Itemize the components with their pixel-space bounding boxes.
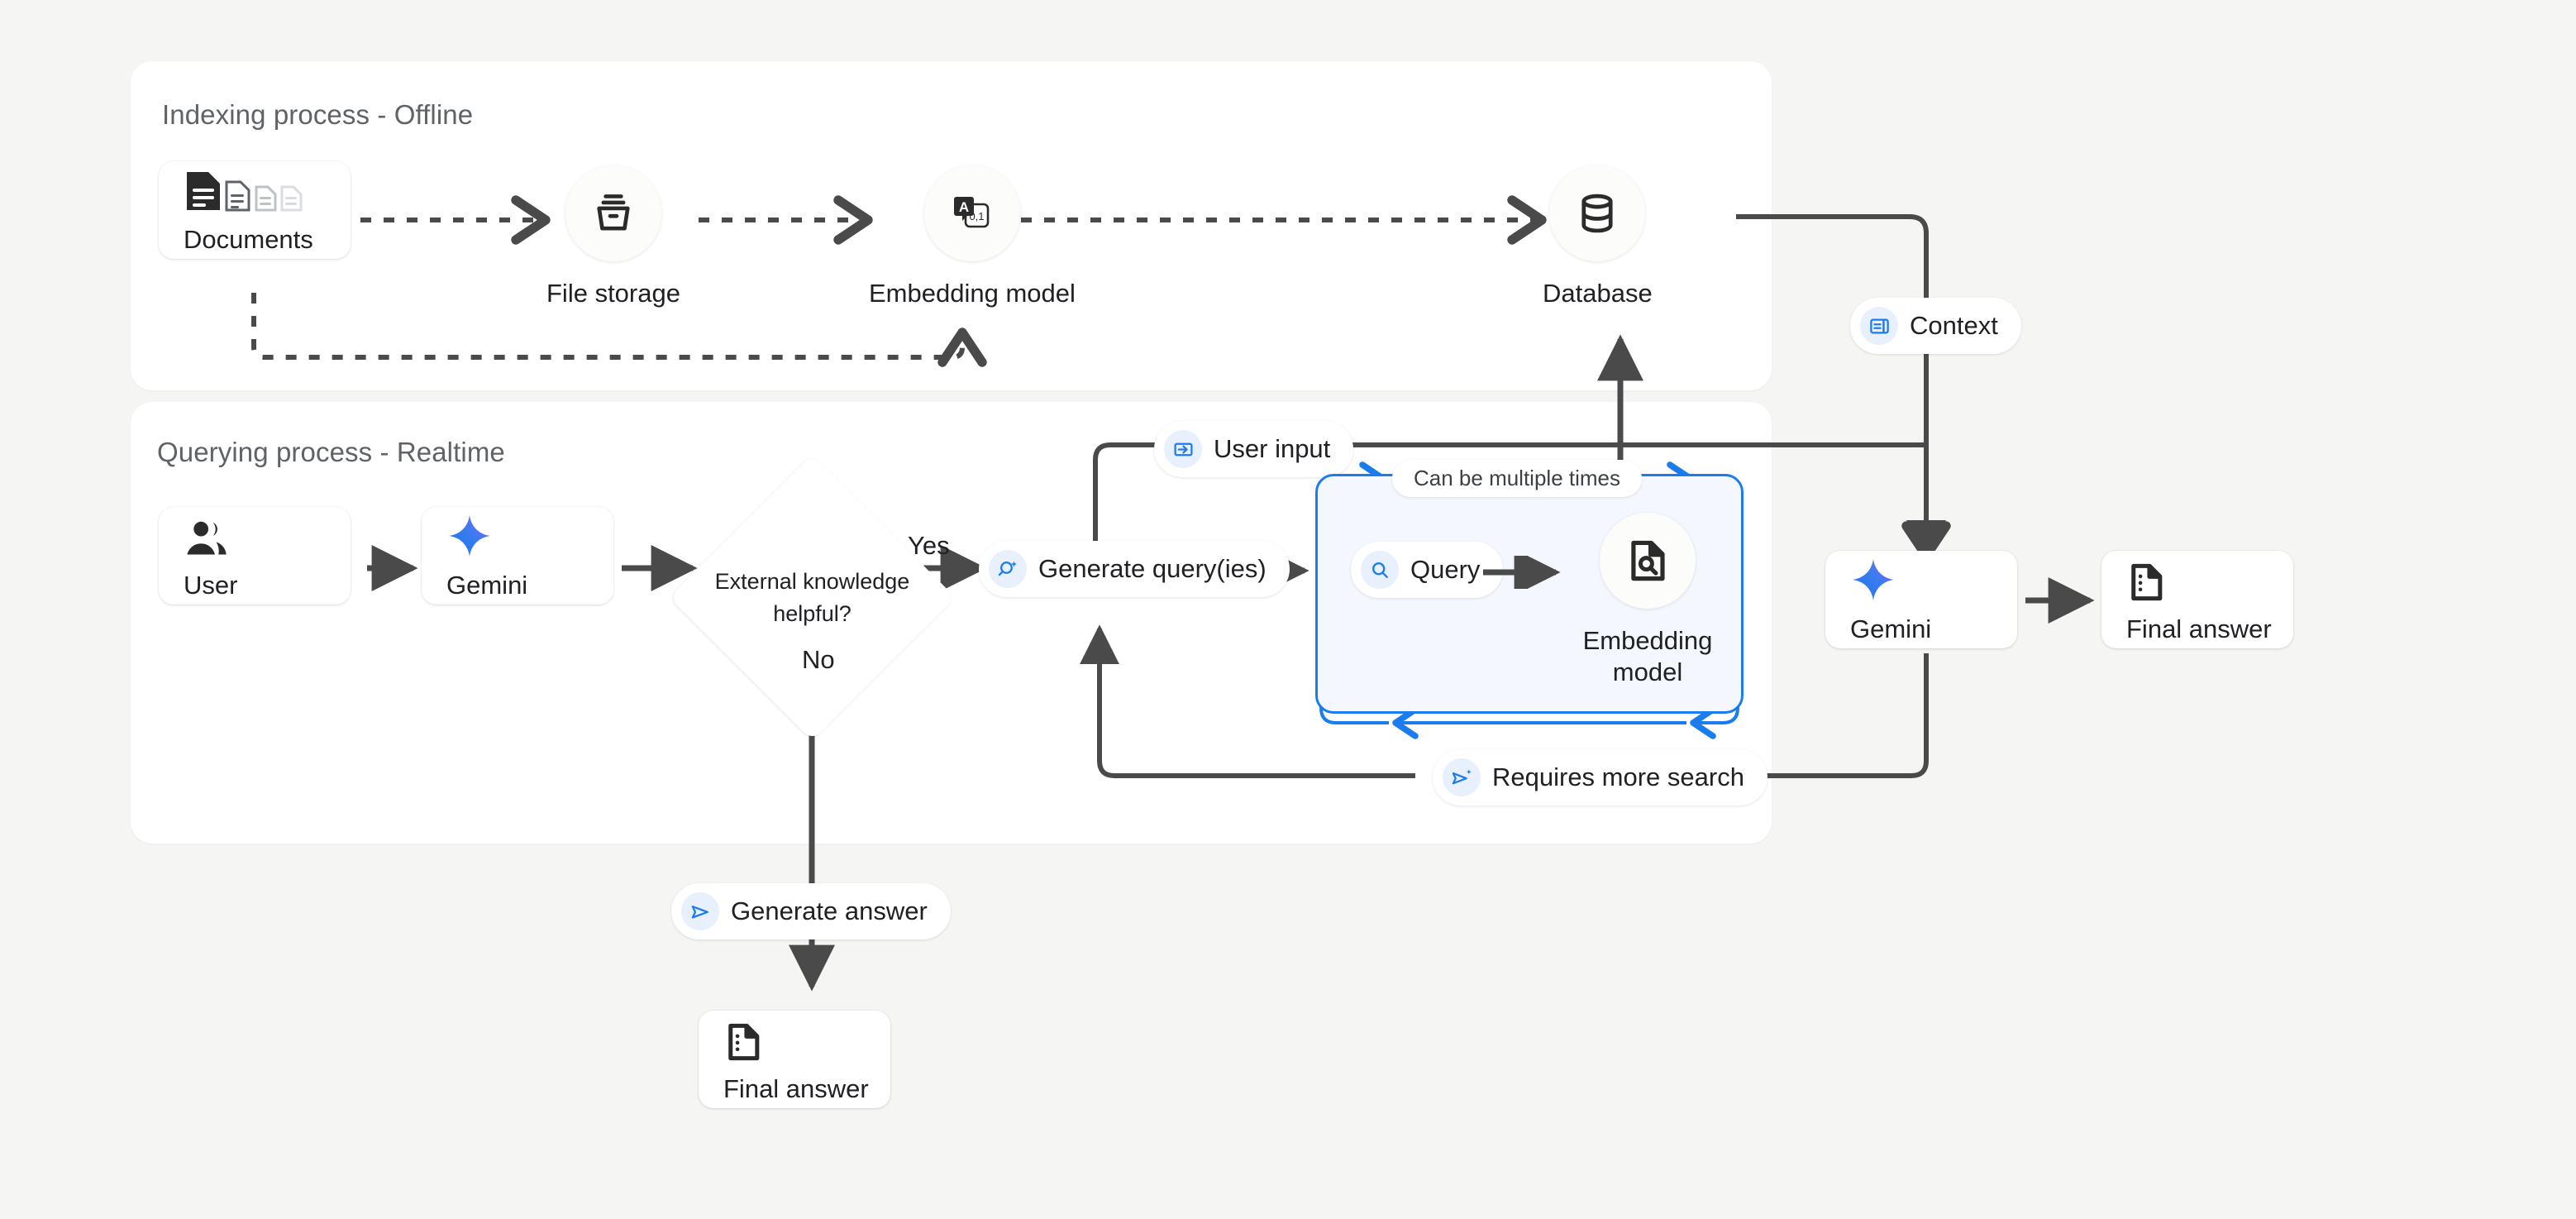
edge-query-to-embedding (1483, 556, 1561, 589)
node-database-label: Database (1543, 279, 1653, 308)
pill-context[interactable]: Context (1850, 298, 2021, 354)
node-embedding-model-query-label: Embedding model (1582, 626, 1713, 686)
answer-doc-icon (723, 1015, 890, 1063)
decision-external-knowledge[interactable]: External knowledge helpful? (669, 454, 956, 741)
node-final-answer-right-label: Final answer (2126, 614, 2272, 643)
node-file-storage[interactable]: File storage (546, 165, 680, 309)
node-final-answer-bottom[interactable]: Final answer (699, 1011, 890, 1108)
search-icon (1361, 551, 1399, 589)
search-sparkle-icon (989, 550, 1027, 588)
loop-box-label: Can be multiple times (1392, 460, 1642, 497)
gemini-spark-icon (446, 511, 613, 559)
node-final-answer-bottom-label: Final answer (723, 1074, 869, 1103)
people-icon (184, 511, 351, 559)
node-embedding-model-indexing-label: Embedding model (869, 279, 1076, 308)
pill-generate-queries[interactable]: Generate query(ies) (979, 541, 1290, 597)
edge-label-yes: Yes (908, 531, 950, 560)
node-documents-label: Documents (184, 225, 313, 254)
node-database[interactable]: Database (1543, 165, 1653, 309)
node-gemini-answer[interactable]: Gemini (1825, 551, 2017, 648)
pill-requires-more-search-label: Requires more search (1492, 762, 1744, 791)
node-user[interactable]: User (159, 507, 351, 605)
edge-requires-more-search-right-leg (1746, 653, 1929, 778)
node-embedding-model-indexing[interactable]: 0,1 A Embedding model (869, 165, 1076, 309)
document-search-icon (1600, 513, 1696, 609)
node-file-storage-label: File storage (546, 279, 680, 308)
text-to-vector-icon: 0,1 A (923, 165, 1020, 261)
pill-requires-more-search[interactable]: Requires more search (1433, 749, 1767, 805)
answer-doc-icon (2126, 555, 2293, 603)
login-arrow-icon (1164, 430, 1202, 468)
loop-box-label-text: Can be multiple times (1414, 466, 1620, 490)
send-sparkle-icon (1443, 758, 1481, 796)
svg-text:A: A (959, 199, 969, 215)
documents-icon (184, 165, 351, 213)
node-gemini[interactable]: Gemini (422, 507, 613, 605)
pill-generate-answer[interactable]: Generate answer (671, 883, 951, 939)
node-user-label: User (184, 571, 238, 600)
node-documents[interactable]: Documents (159, 161, 351, 259)
edge-label-no: No (802, 645, 835, 674)
pill-generate-answer-label: Generate answer (731, 896, 928, 925)
node-final-answer-right[interactable]: Final answer (2101, 551, 2293, 648)
pill-user-input-label: User input (1214, 434, 1331, 463)
side-panel-icon (1860, 307, 1898, 345)
decision-label: External knowledge helpful? (714, 569, 910, 626)
node-gemini-label: Gemini (446, 571, 528, 600)
pill-user-input[interactable]: User input (1154, 421, 1354, 477)
pill-context-label: Context (1910, 311, 1998, 340)
pill-generate-queries-label: Generate query(ies) (1038, 554, 1267, 583)
panel-title-indexing: Indexing process - Offline (162, 99, 474, 130)
archive-box-icon (565, 165, 661, 261)
panel-title-querying: Querying process - Realtime (157, 437, 505, 467)
pill-query[interactable]: Query (1351, 542, 1504, 598)
send-icon (681, 892, 719, 930)
database-icon (1549, 165, 1646, 261)
node-embedding-model-query[interactable]: Embedding model (1573, 513, 1722, 688)
gemini-spark-icon (1850, 555, 2017, 603)
pill-query-label: Query (1410, 555, 1481, 584)
node-gemini-answer-label: Gemini (1850, 614, 1932, 643)
